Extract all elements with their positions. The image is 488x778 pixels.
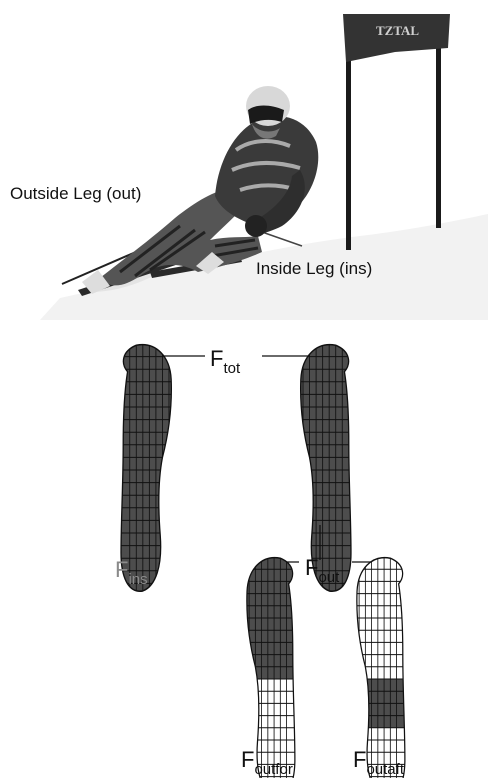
outside-aft-force-subscript: outaft [366, 761, 404, 778]
gate-banner [343, 14, 450, 62]
inside-force-subscript: ins [128, 571, 147, 588]
ski-pole-right [262, 232, 302, 246]
outside-forefoot-force-symbol: F [241, 747, 254, 772]
gate-pole-left [346, 40, 351, 250]
outside-leg-label: Outside Leg (out) [10, 184, 141, 203]
skier-glove [245, 215, 267, 237]
inside-leg-label: Inside Leg (ins) [256, 259, 372, 278]
gate-pole-right [436, 40, 441, 228]
gate-banner-text: TZTAL [376, 23, 419, 38]
skier-photo: TZTAL [10, 14, 488, 320]
outside-force-symbol: F [305, 555, 318, 580]
total-force-subscript: tot [223, 360, 241, 377]
inside-force-symbol: F [115, 557, 128, 582]
outside-force-subscript: out [318, 569, 340, 586]
outside-forefoot-force-subscript: outfor [254, 761, 292, 778]
outside-aft-force-symbol: F [353, 747, 366, 772]
outside-forefoot-insole [230, 545, 313, 778]
force-diagram: Ftot Fins Fout [112, 331, 423, 778]
race-gate: TZTAL [343, 14, 450, 250]
total-force-symbol: F [210, 346, 223, 371]
total-force-label: Ftot [210, 346, 241, 377]
outside-aft-insole [340, 545, 423, 778]
